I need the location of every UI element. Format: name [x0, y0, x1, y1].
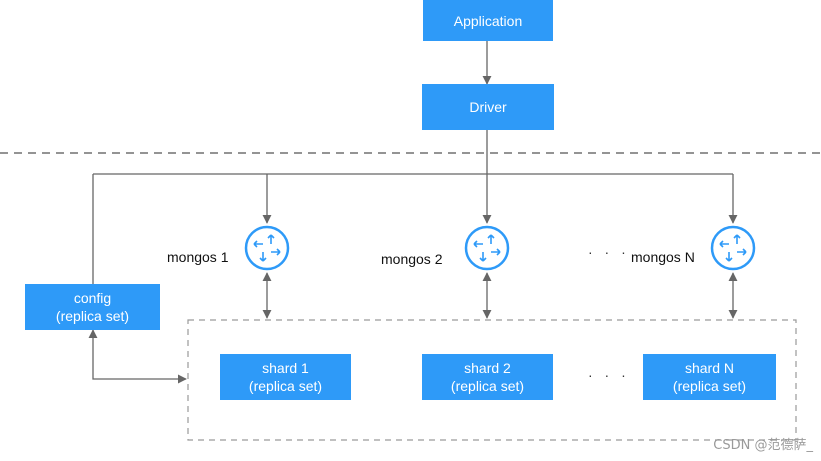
mongos-2-label: mongos 2 — [381, 251, 443, 267]
application-box: Application — [423, 0, 553, 41]
application-label: Application — [453, 12, 523, 29]
watermark: CSDN @范德萨_ — [713, 438, 813, 453]
mongos-n-label: mongos N — [631, 249, 695, 265]
config-box: config (replica set) — [25, 284, 160, 330]
shard-1-label-line2: (replica set) — [248, 378, 323, 394]
router-arrows-icon — [244, 225, 290, 271]
shards-ellipsis: · · · — [588, 367, 630, 383]
shard-box-1: shard 1 (replica set) — [220, 354, 351, 400]
driver-box: Driver — [422, 84, 554, 130]
shard-n-label-line1: shard N — [684, 360, 735, 376]
mongos-ellipsis: · · · — [588, 244, 630, 260]
config-shards-connector — [88, 329, 187, 384]
config-label-line2: (replica set) — [55, 308, 130, 324]
config-label-line1: config — [73, 290, 112, 306]
shard-1-label-line1: shard 1 — [262, 360, 309, 376]
shard-2-label-line1: shard 2 — [464, 360, 511, 376]
router-arrows-icon — [710, 225, 756, 271]
mongos-1-label: mongos 1 — [167, 249, 229, 265]
shard-n-label-line2: (replica set) — [672, 378, 747, 394]
shard-box-2: shard 2 (replica set) — [422, 354, 553, 400]
shard-box-n: shard N (replica set) — [643, 354, 776, 400]
router-arrows-icon — [464, 225, 510, 271]
shard-2-label-line2: (replica set) — [450, 378, 525, 394]
driver-label: Driver — [469, 99, 507, 115]
